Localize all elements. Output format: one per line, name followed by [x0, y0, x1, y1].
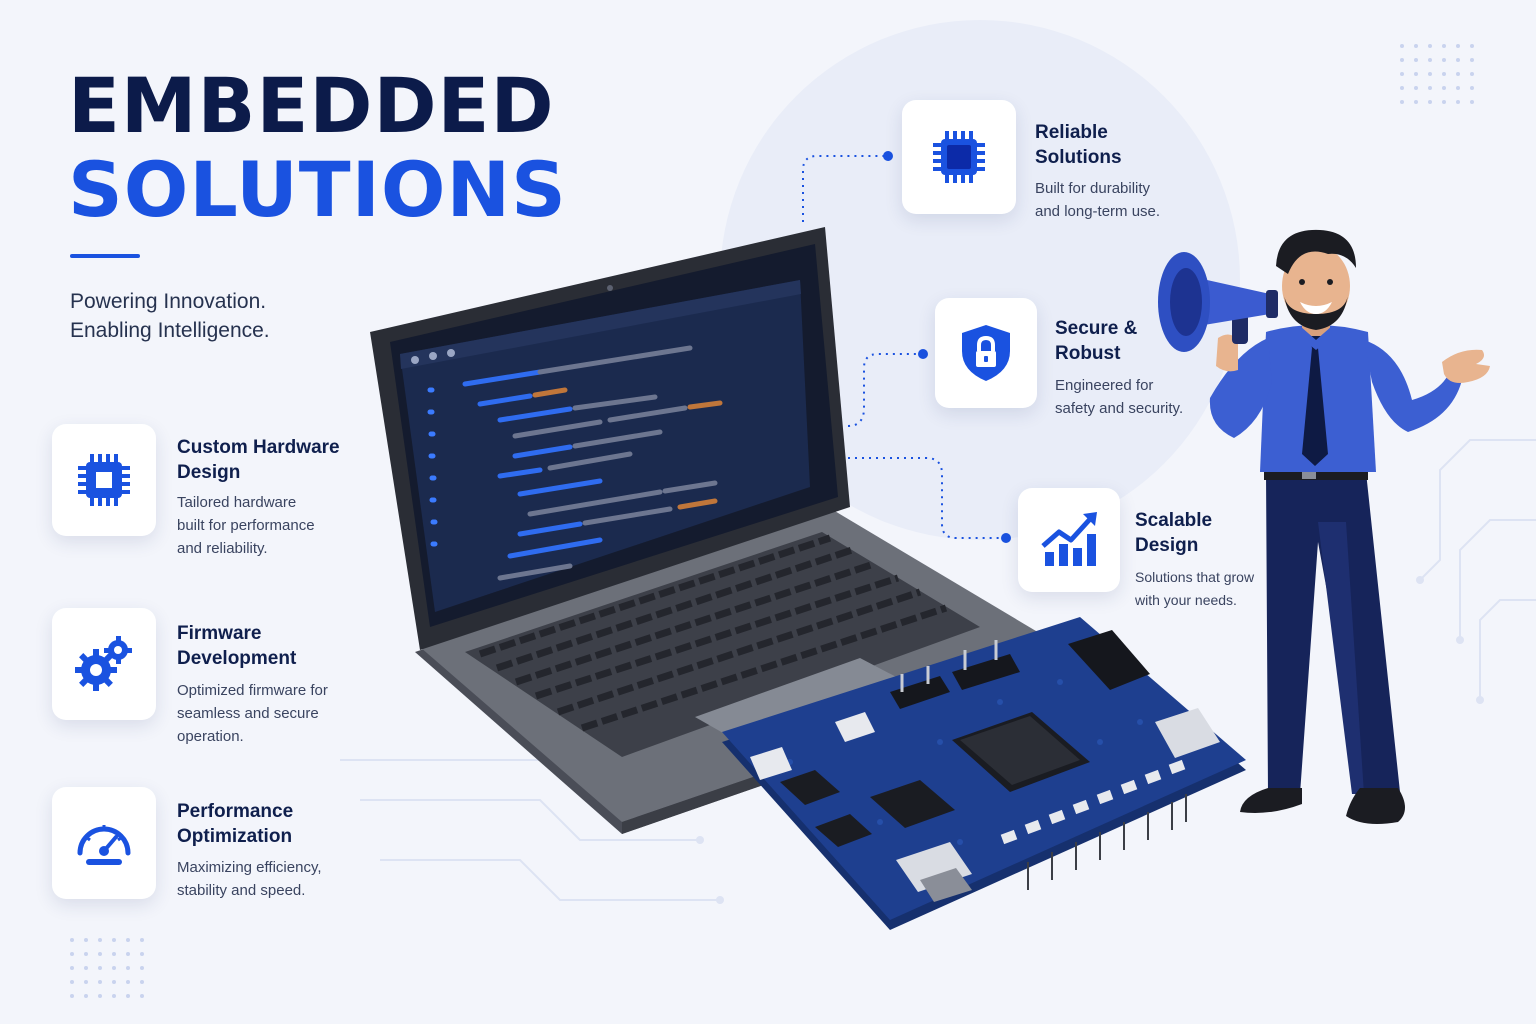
feature-title-reliable: Reliable Solutions	[1035, 122, 1122, 168]
headline-line1: EMBEDDED	[68, 61, 555, 150]
feature-card-secure	[935, 298, 1037, 408]
feature-title-scalable: Scalable Design	[1135, 510, 1213, 556]
tagline-line2: Enabling Intelligence.	[70, 319, 270, 342]
gears-icon	[75, 636, 132, 691]
right-shoe	[1346, 788, 1405, 824]
tie	[1302, 334, 1328, 466]
headline-underline	[70, 254, 140, 258]
feature-desc-scalable: Solutions that grow with your needs.	[1135, 569, 1255, 608]
feature-card-scalable	[1018, 488, 1120, 592]
laptop-illustration	[370, 227, 1246, 930]
feature-card-custom-hardware	[52, 424, 156, 536]
open-hand	[1442, 349, 1490, 383]
megaphone-icon	[1158, 252, 1278, 352]
shield-lock-icon	[962, 325, 1010, 381]
left-shoe	[1240, 788, 1302, 813]
keyboard	[478, 534, 948, 732]
tagline: Powering Innovation. Enabling Intelligen…	[70, 287, 270, 345]
feature-title-custom-hardware: Custom Hardware Design	[177, 437, 340, 483]
growth-chart-icon	[1041, 512, 1097, 566]
feature-desc-secure: Engineered for safety and security.	[1055, 377, 1184, 417]
feature-desc-firmware: Optimized firmware for seamless and secu…	[177, 682, 328, 745]
chip-icon	[933, 131, 985, 183]
hair	[1276, 229, 1356, 274]
pcb-board	[722, 617, 1246, 930]
feature-card-performance	[52, 787, 156, 899]
speedometer-icon	[77, 825, 131, 865]
tagline-line1: Powering Innovation.	[70, 290, 267, 313]
usb-port	[1155, 708, 1220, 758]
dot-grid-decoration	[70, 938, 154, 1008]
feature-title-secure: Secure & Robust	[1055, 318, 1138, 364]
headline-line2: SOLUTIONS	[68, 145, 567, 234]
chip-icon	[78, 454, 130, 506]
presenter-illustration	[1158, 229, 1490, 824]
feature-desc-custom-hardware: Tailored hardware built for performance …	[177, 494, 315, 557]
feature-title-performance: Performance Optimization	[177, 801, 294, 847]
feature-title-firmware: Firmware Development	[177, 623, 297, 669]
feature-desc-reliable: Built for durability and long-term use.	[1035, 180, 1161, 220]
beard	[1284, 294, 1348, 330]
face	[1282, 246, 1350, 326]
feature-desc-performance: Maximizing efficiency, stability and spe…	[177, 859, 322, 899]
dot-grid-decoration	[1400, 44, 1484, 114]
feature-card-firmware	[52, 608, 156, 720]
feature-card-reliable	[902, 100, 1016, 214]
